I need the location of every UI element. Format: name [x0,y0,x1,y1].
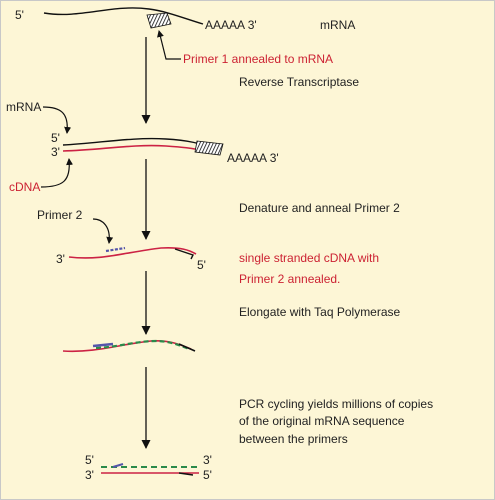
step3-action: Elongate with Taq Polymerase [239,305,401,319]
step5-bottom-left: 3' [85,468,94,482]
hatched-primer-icon [194,140,224,156]
step3-primer1-end [174,248,194,260]
step3-desc-line2: Primer 2 annealed. [239,272,340,286]
step4-desc-line1: PCR cycling yields millions of copies [239,397,433,411]
step2-polya: AAAAA 3' [227,151,279,165]
step2-cdna-pointer: cDNA [9,180,40,194]
step3-three-prime: 3' [56,252,65,266]
step1-five-prime: 5' [15,8,24,22]
arrow-pointer-icon [42,106,72,134]
step3-primer2-mark [105,246,126,253]
step4-new-strand [95,339,190,351]
step4-desc-line3: between the primers [239,432,348,446]
step1-polya: AAAAA 3' [205,18,257,32]
step2-action: Denature and anneal Primer 2 [239,201,400,215]
arrow-pointer-icon [157,30,181,60]
step4-primer2-mark [92,342,114,348]
step3-five-prime: 5' [197,258,206,272]
step3-primer2-label: Primer 2 [37,208,83,222]
hatched-primer-icon [146,12,172,29]
step5-primer1-end [178,472,194,476]
step5-top-right: 3' [203,453,212,467]
step3-cdna-strand [68,247,197,259]
step1-primer1-label: Primer 1 annealed to mRNA [183,52,333,66]
step3-desc-line1: single stranded cDNA with [239,251,379,265]
arrow-pointer-icon [92,218,114,244]
arrow-pointer-icon [40,158,74,188]
step5-top-left: 5' [85,453,94,467]
step5-primer2-mark [112,463,124,468]
step1-mrna-strand [43,7,204,25]
step2-mrna-pointer: mRNA [6,100,41,114]
step5-bottom-right: 5' [203,468,212,482]
step1-mrna-label: mRNA [320,18,355,32]
step4-desc-line2: of the original mRNA sequence [239,414,405,428]
step2-five-prime: 5' [51,131,60,145]
step2-three-prime: 3' [51,145,60,159]
step2-cdna-strand [62,144,204,152]
step4-primer1-end [178,343,196,352]
step1-enzyme: Reverse Transcriptase [239,75,359,89]
